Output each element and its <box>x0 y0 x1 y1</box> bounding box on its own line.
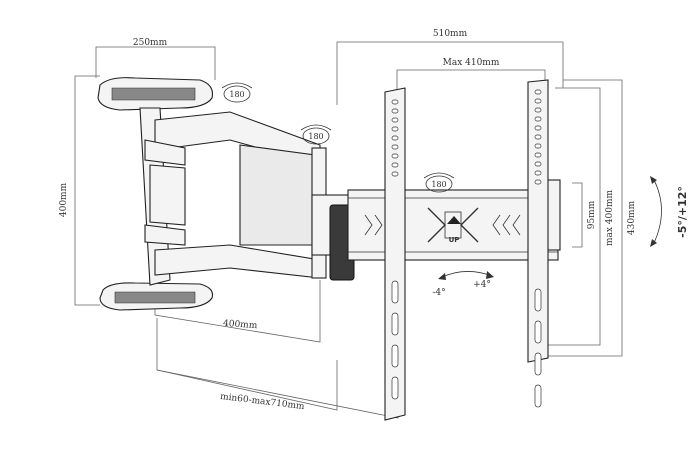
swivel-minus-label: -4° <box>432 288 445 298</box>
bracket-slot <box>534 352 542 376</box>
bracket-hole <box>534 134 542 140</box>
bracket-hole <box>391 117 399 123</box>
rotation-label-2: 180 <box>308 132 323 141</box>
dim-430-line <box>545 79 623 357</box>
rotation-label-3: 180 <box>431 180 446 189</box>
tilt-arrow-up-icon <box>650 176 657 184</box>
vertical-bracket-left <box>384 87 406 421</box>
bracket-hole <box>534 161 542 167</box>
bracket-hole <box>391 99 399 105</box>
swivel-arrow-left-icon <box>438 273 446 280</box>
mid-arm-block <box>239 144 316 246</box>
bracket-hole <box>391 135 399 141</box>
bracket-hole <box>534 143 542 149</box>
arm-joint-column <box>149 164 186 226</box>
dim-510-line <box>336 41 564 105</box>
bracket-slot <box>534 384 542 408</box>
bracket-hole <box>534 89 542 95</box>
wall-plate-top-grip <box>111 87 196 101</box>
wall-plate-bottom-grip <box>114 291 196 304</box>
rail-chevrons-right <box>492 214 521 236</box>
rotation-badge-2: 180 <box>300 124 332 145</box>
swivel-arc <box>439 271 493 279</box>
bracket-holes-left <box>391 99 399 400</box>
bracket-hole <box>391 171 399 177</box>
bracket-slot <box>391 376 399 400</box>
tilt-angle-label: -5°/+12° <box>676 186 689 238</box>
bracket-slot <box>391 312 399 336</box>
dim-max400-line <box>548 87 601 346</box>
dim-400-left-line <box>74 75 100 306</box>
bracket-hole <box>391 153 399 159</box>
bracket-hole <box>534 125 542 131</box>
dim-430-label: 430mm <box>627 200 637 235</box>
bracket-hole <box>391 144 399 150</box>
articulating-arms <box>144 111 358 281</box>
rail-center-slot <box>444 211 462 239</box>
rotation-ring-3 <box>425 175 453 193</box>
bracket-hole <box>391 162 399 168</box>
dim-extension-line-2 <box>156 360 338 411</box>
rotation-arrow-1-icon <box>221 82 253 89</box>
dim-400-left-label: 400mm <box>59 182 69 217</box>
dim-250-label: 250mm <box>133 38 168 48</box>
rotation-badge-3: 180 <box>423 172 455 193</box>
bracket-hole <box>534 107 542 113</box>
bracket-holes-right <box>534 89 542 408</box>
dim-410-line <box>396 69 546 92</box>
rotation-arrow-3-icon <box>423 172 455 179</box>
swivel-plus-label: +4° <box>473 280 491 290</box>
dim-410-label: Max 410mm <box>443 58 500 68</box>
bracket-slot <box>391 344 399 368</box>
bracket-hole <box>391 108 399 114</box>
dim-95-line <box>572 182 583 248</box>
tilt-arc <box>652 177 662 246</box>
bracket-hole <box>534 116 542 122</box>
horizontal-rail <box>347 189 559 261</box>
tv-plate: UP <box>347 79 561 421</box>
tilt-arrow-down-icon <box>650 239 657 247</box>
lower-elbow <box>144 224 186 246</box>
rotation-label-1: 180 <box>229 90 244 99</box>
upper-elbow <box>144 139 186 166</box>
dim-95-label: 95mm <box>587 200 597 229</box>
dim-extension-label: min60-max710mm <box>219 392 305 412</box>
bracket-slot <box>534 320 542 344</box>
bracket-slot <box>534 288 542 312</box>
rotation-ring-1 <box>223 85 251 103</box>
rotation-badge-1: 180 <box>221 82 253 103</box>
bracket-hole <box>534 98 542 104</box>
rotation-ring-2 <box>302 127 330 145</box>
dim-250-line <box>95 46 216 80</box>
rotation-arrow-2-icon <box>300 124 332 131</box>
lower-arm-1 <box>154 244 321 279</box>
rail-chevrons-left <box>364 214 383 236</box>
bracket-hole <box>534 170 542 176</box>
dim-510-label: 510mm <box>433 29 468 39</box>
bracket-hole <box>391 126 399 132</box>
bracket-slot <box>391 280 399 304</box>
bracket-hole <box>534 152 542 158</box>
dim-400-depth-label: 400mm <box>223 319 258 331</box>
up-arrow-icon <box>447 216 461 224</box>
vertical-bracket-right <box>527 79 549 363</box>
swivel-arrow-right-icon <box>486 271 494 279</box>
bracket-hole <box>534 179 542 185</box>
dim-max400-label: max 400mm <box>605 189 615 246</box>
plate-up-label: UP <box>449 236 460 244</box>
